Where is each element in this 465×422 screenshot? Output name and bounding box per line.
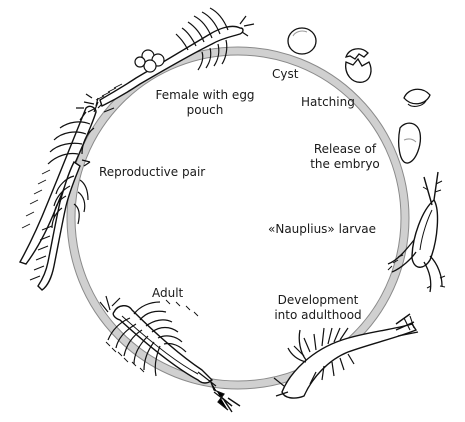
label-development-line2: into adulthood bbox=[268, 308, 368, 323]
label-reproductive-pair: Reproductive pair bbox=[99, 165, 205, 180]
label-female-line2: pouch bbox=[150, 103, 260, 118]
label-release-line1: Release of bbox=[303, 142, 387, 157]
juvenile-shrimp-icon bbox=[274, 314, 418, 398]
label-development-into-adulthood: Development into adulthood bbox=[268, 293, 368, 323]
label-cyst: Cyst bbox=[272, 67, 298, 82]
label-nauplius-larvae: «Nauplius» larvae bbox=[268, 222, 376, 237]
label-female-with-egg-pouch: Female with egg pouch bbox=[150, 88, 260, 118]
label-adult: Adult bbox=[152, 286, 183, 301]
hatching-cyst-icon bbox=[346, 49, 371, 82]
label-female-line1: Female with egg bbox=[150, 88, 260, 103]
adult-shrimp-icon bbox=[100, 296, 240, 412]
label-development-line1: Development bbox=[268, 293, 368, 308]
label-release-of-embryo: Release of the embryo bbox=[303, 142, 387, 172]
label-hatching: Hatching bbox=[301, 95, 355, 110]
emerging-embryo-icon bbox=[399, 89, 430, 163]
label-release-line2: the embryo bbox=[303, 157, 387, 172]
cyst-icon bbox=[288, 28, 316, 54]
